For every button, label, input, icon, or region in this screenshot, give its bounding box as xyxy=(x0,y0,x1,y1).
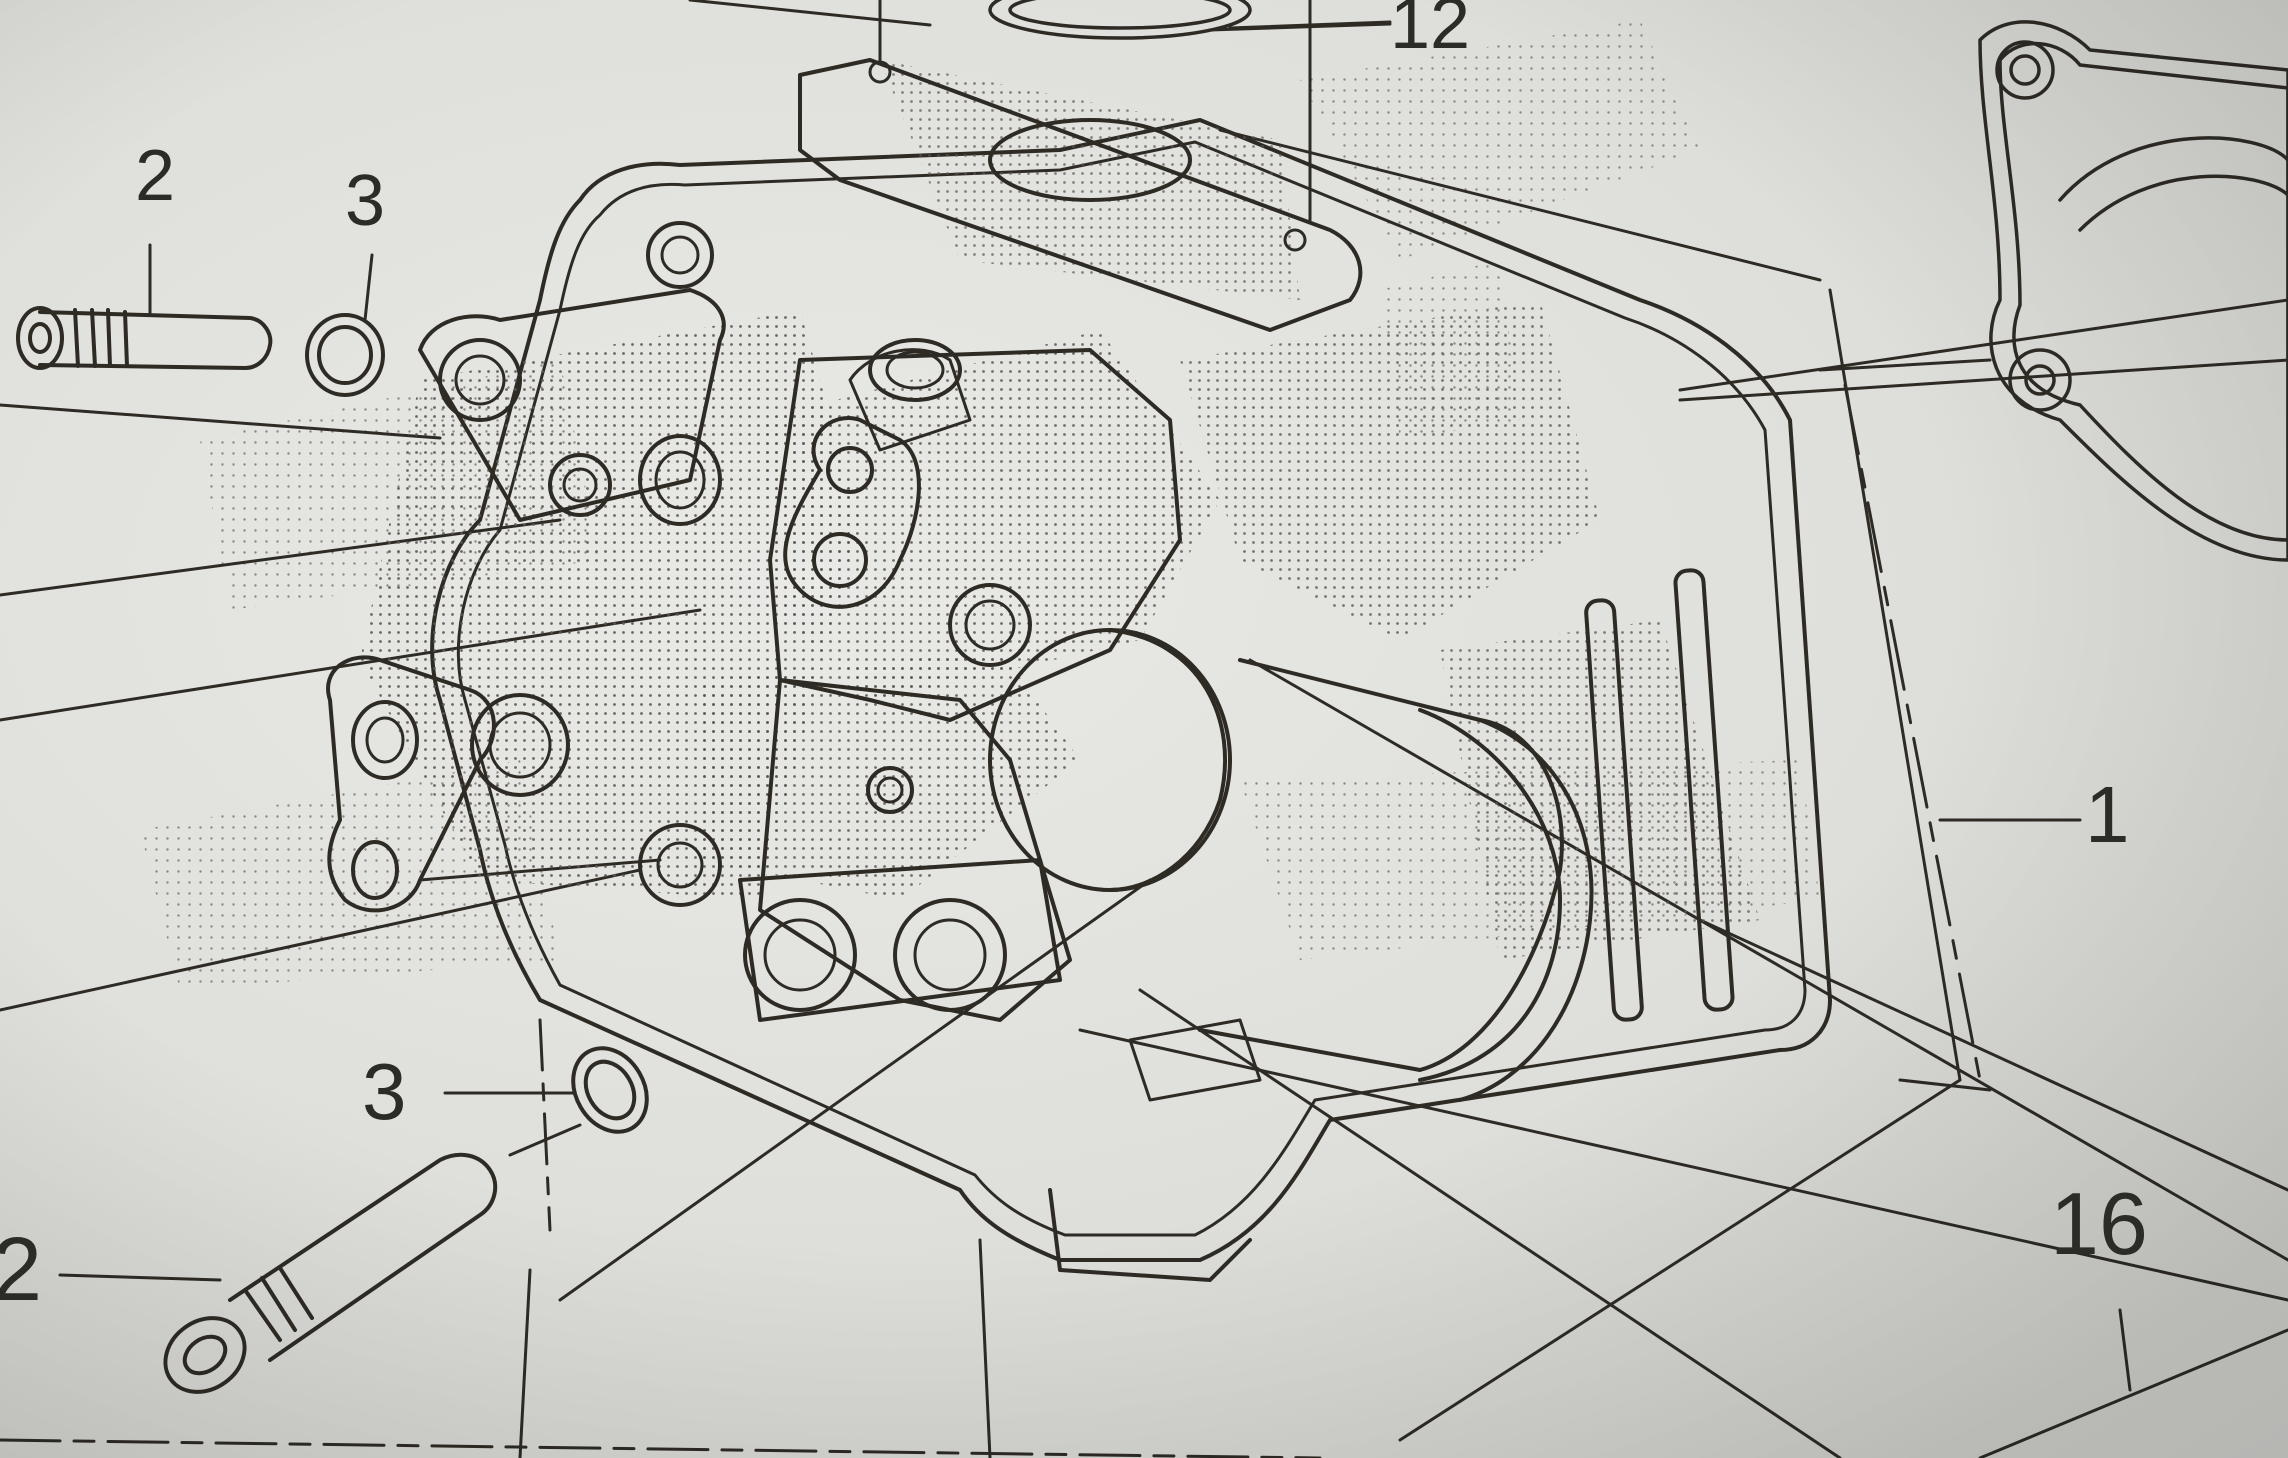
callout-16: 16 xyxy=(2050,1174,2148,1273)
callout-3-top: 3 xyxy=(345,161,386,241)
callout-12: 12 xyxy=(1390,0,1471,64)
callout-1: 1 xyxy=(2085,770,2130,859)
callout-2-top: 2 xyxy=(135,136,176,216)
callout-3-bottom: 3 xyxy=(362,1047,407,1136)
callout-2-bottom: 2 xyxy=(0,1220,43,1320)
